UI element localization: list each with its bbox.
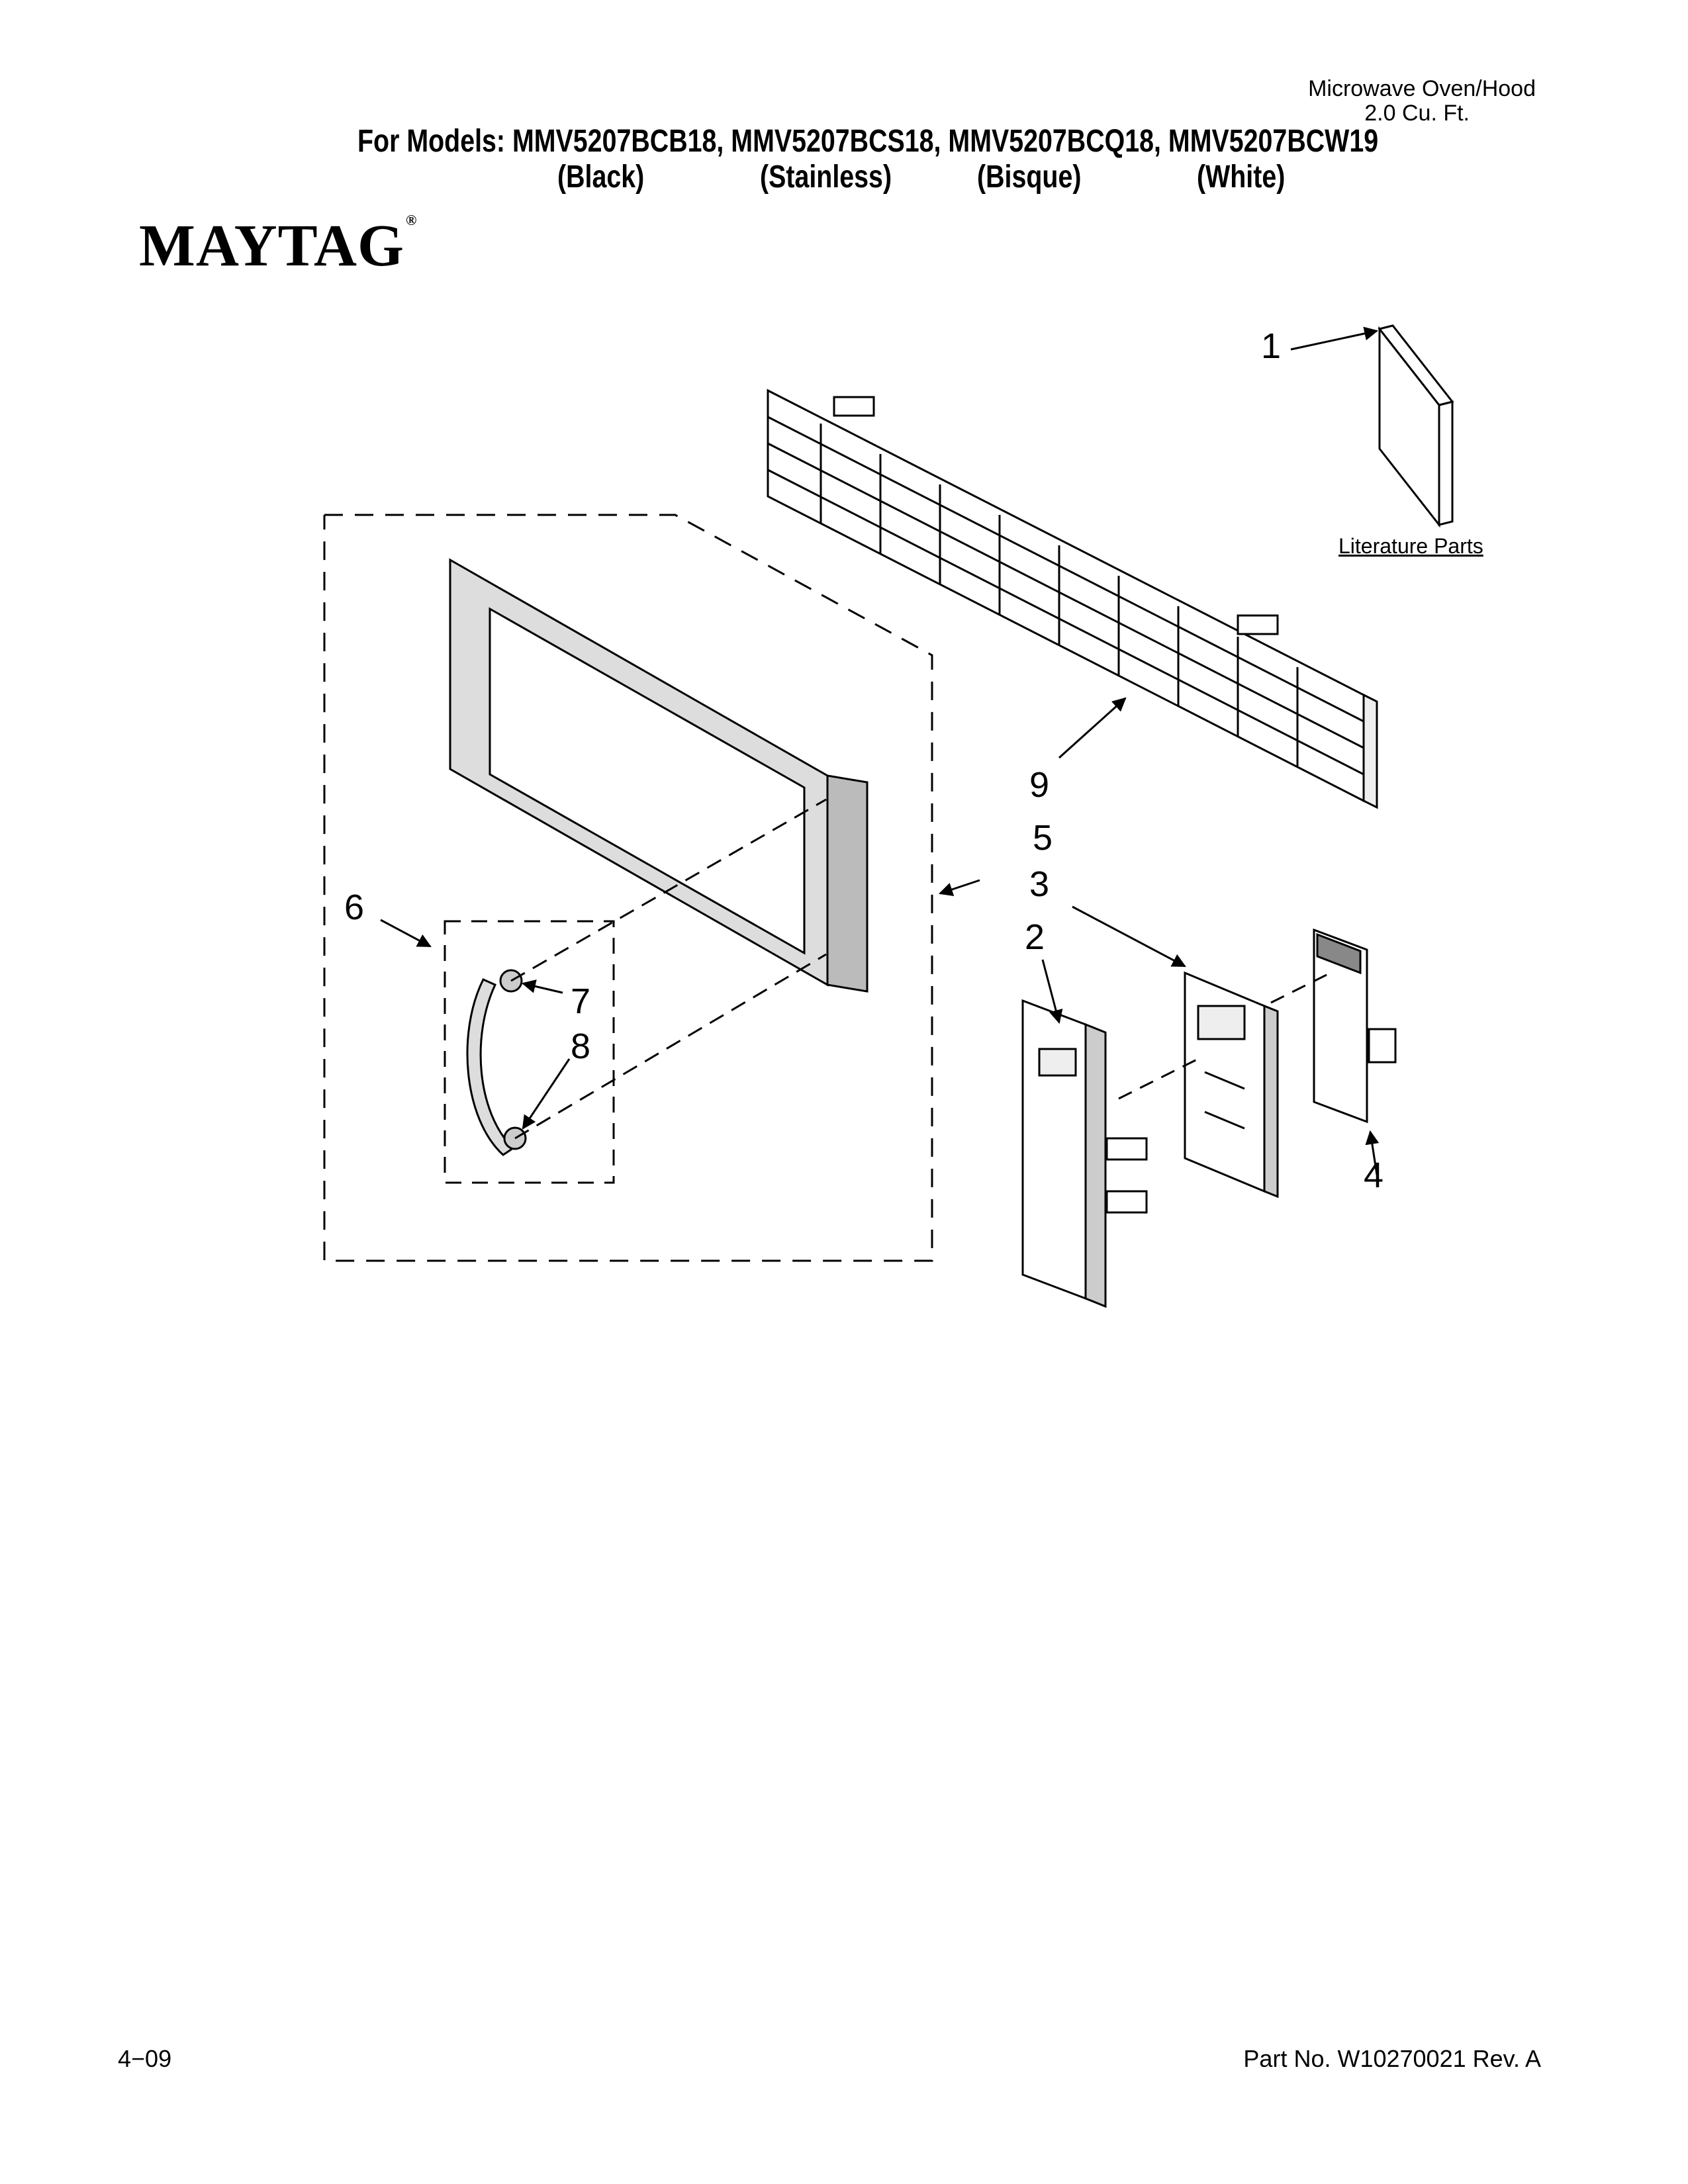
callout-1: 1	[1261, 326, 1282, 366]
color-label-white: (White)	[1197, 159, 1286, 195]
literature-parts-label: Literature Parts	[1338, 534, 1483, 558]
literature-booklet	[1378, 324, 1454, 528]
brand-name: MAYTAG	[139, 213, 405, 279]
color-label-stainless: (Stainless)	[760, 159, 892, 195]
maytag-logo: MAYTAG®	[139, 212, 417, 280]
control-panel-fascia	[1021, 999, 1148, 1308]
callout-3: 3	[1029, 864, 1050, 904]
fastener-line-bottom	[514, 953, 827, 1140]
product-title-line1: Microwave Oven/Hood	[1308, 76, 1536, 101]
control-board	[1184, 971, 1279, 1199]
door-panel	[449, 558, 868, 993]
models-line: For Models: MMV5207BCB18, MMV5207BCS18, …	[357, 124, 1379, 159]
assembly-line-2-3	[1118, 1058, 1199, 1100]
callout-8: 8	[571, 1026, 591, 1066]
callout-4: 4	[1364, 1156, 1384, 1195]
callout-7: 7	[571, 981, 591, 1021]
color-label-black: (Black)	[557, 159, 645, 195]
product-title-line2: 2.0 Cu. Ft.	[1364, 101, 1470, 126]
door-handle	[466, 978, 515, 1156]
callout-5: 5	[1033, 818, 1053, 858]
fastener-line-top	[510, 798, 827, 982]
footer-date: 4−09	[118, 2045, 172, 2072]
display-module	[1313, 928, 1397, 1124]
callout-6: 6	[344, 887, 365, 927]
callout-9: 9	[1029, 765, 1050, 805]
callout-2: 2	[1025, 917, 1045, 957]
handle-assembly-boundary	[444, 920, 615, 1184]
door-assembly-boundary	[323, 514, 933, 1262]
footer-part-number: Part No. W10270021 Rev. A	[1243, 2045, 1541, 2072]
leader-arrows	[380, 326, 1380, 1175]
registered-mark: ®	[406, 212, 418, 228]
assembly-line-3-4	[1270, 972, 1331, 1004]
color-label-bisque: (Bisque)	[977, 159, 1082, 195]
vent-grille	[767, 388, 1378, 809]
